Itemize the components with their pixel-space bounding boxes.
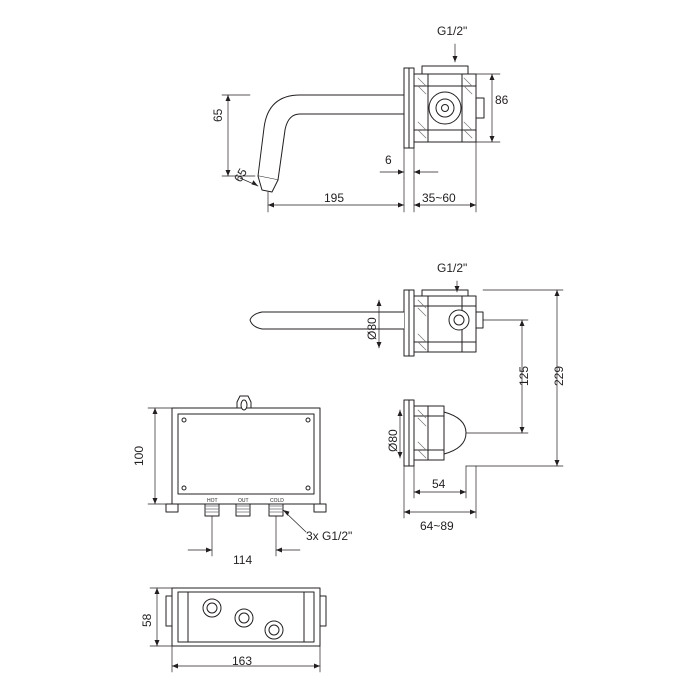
view2-dim-64-89	[403, 465, 477, 519]
label-port-out: OUT	[238, 498, 249, 504]
label-box-height-100: 100	[132, 445, 146, 466]
view4-valve-box-bottom	[165, 587, 327, 647]
view2-upper-body	[413, 289, 484, 353]
label-box-width-163: 163	[232, 654, 253, 668]
view4-dim-58	[149, 587, 173, 647]
view1-wall-flange	[403, 67, 415, 149]
label-thread-mid: G1/2"	[437, 261, 468, 275]
view2-spout	[249, 311, 405, 330]
view1-spout	[257, 94, 405, 193]
view2-lower-body	[413, 405, 467, 461]
view2-upper-flange	[403, 289, 415, 357]
label-height-86: 86	[495, 93, 509, 107]
view1-dim-195	[267, 177, 405, 213]
view1-dim-35-60	[413, 141, 477, 213]
label-depth-54: 54	[432, 477, 446, 491]
view3-valve-box	[165, 395, 327, 517]
label-wall-depth-35-60: 35~60	[422, 191, 456, 205]
view2-lower-flange	[403, 399, 415, 467]
label-thread-top: G1/2"	[437, 24, 468, 38]
label-diameter-80-lower: Ø80	[386, 429, 400, 452]
label-spout-rise-65: 65	[211, 108, 225, 122]
view2-dim-229	[465, 289, 564, 467]
label-diameter-80-upper: Ø80	[365, 317, 379, 340]
view3-dim-100	[147, 407, 173, 505]
label-port-hot: HOT	[207, 498, 218, 504]
view2-dim-125	[465, 319, 529, 434]
view2-dim-54	[413, 465, 467, 499]
label-wall-depth-64-89: 64~89	[420, 519, 454, 533]
view1-dim-tip-65	[239, 177, 259, 187]
view1-dim-thread	[452, 43, 458, 63]
view2-dim-thread	[454, 280, 460, 293]
label-outlet-spacing-114: 114	[233, 553, 253, 567]
label-total-229: 229	[552, 365, 566, 386]
view1-valve-body	[413, 65, 485, 143]
view3-dim-114	[187, 515, 301, 557]
view3-dim-3xG12	[282, 509, 307, 533]
label-flange-thickness-6: 6	[385, 153, 392, 167]
label-box-depth-58: 58	[140, 613, 154, 627]
label-port-cold: COLD	[270, 498, 284, 504]
view1-dim-6	[379, 147, 439, 179]
view1-dim-65	[221, 94, 256, 177]
label-three-connections: 3x G1/2"	[306, 529, 353, 543]
view4-dim-163	[171, 645, 321, 673]
view2-dim-d80-upper	[376, 299, 382, 349]
view2-dim-d80-lower	[397, 409, 403, 459]
label-projection-195: 195	[324, 191, 345, 205]
view1-dim-86	[475, 73, 501, 143]
label-spacing-125: 125	[517, 365, 531, 386]
